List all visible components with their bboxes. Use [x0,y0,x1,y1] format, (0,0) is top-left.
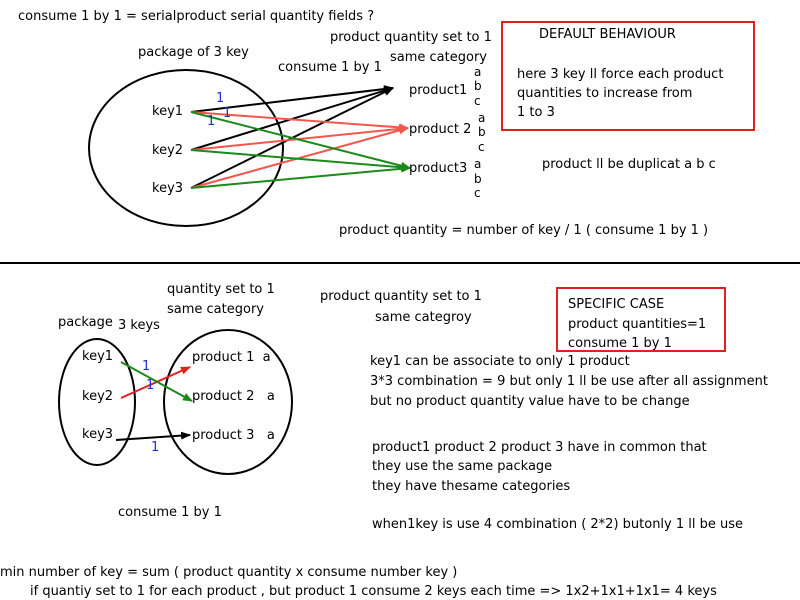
top-arrow-key1-product1 [190,85,394,113]
default-behaviour-line2: quantities to increase from [517,86,693,101]
bottom-consume-label: consume 1 by 1 [118,505,222,520]
top-product1: product1 [409,83,468,98]
top-arrow-key1-product2 [190,111,409,132]
bottom-product3-suffix: a [266,428,275,443]
bottom-note1-line2: 3*3 combination = 9 but only 1 ll be use… [370,374,768,389]
default-behaviour-title: DEFAULT BEHAVIOUR [539,27,676,42]
bottom-product3-label: product 3 [192,428,255,443]
default-behaviour-box: DEFAULT BEHAVIOUR here 3 key ll force ea… [501,21,755,131]
top-title: consume 1 by 1 = serialproduct serial qu… [18,9,375,24]
bottom-when-line: when1key is use 4 combination ( 2*2) but… [372,517,744,532]
bottom-mid-line2: same categroy [375,310,472,325]
specific-case-line1: SPECIFIC CASE [568,297,665,312]
bottom-arrow-key2-product1 [120,366,191,399]
top-p1-b: b [474,79,482,93]
bottom-arrow-key3-product3 [115,431,191,441]
top-p3-a: a [474,157,482,171]
top-arrow-key2-product3 [190,149,411,172]
top-package-label: package of 3 key [138,45,249,60]
bottom-product2-label: product 2 [192,389,255,404]
bottom-note2-line1: product1 product 2 product 3 have in com… [372,440,707,455]
bottom-product2: product 2 a [192,389,275,405]
top-arrow-key1-product3 [190,111,411,170]
bottom-products-ellipse [163,329,293,475]
top-key1: key1 [152,104,184,119]
bottom-arrow-key1-product2 [120,361,193,402]
bottom-note1-line1: key1 can be associate to only 1 product [370,354,630,369]
bottom-product3: product 3 a [192,428,275,444]
bottom-product1-label: product 1 [192,350,255,365]
top-product3: product3 [409,161,468,176]
bottom-edge-number-1: 1 [142,359,151,374]
top-package-ellipse [88,69,284,227]
bottom-note1-line3: but no product quantity value have to be… [370,394,690,409]
specific-case-box: SPECIFIC CASE product quantities=1 consu… [556,287,726,352]
top-p2-b: b [478,125,486,139]
top-p1-a: a [474,65,482,79]
top-p2-a: a [478,111,486,125]
bottom-key1: key1 [82,349,114,364]
bottom-product2-suffix: a [266,389,275,404]
bottom-qty-line2: same category [167,302,264,317]
top-p2-c: c [478,140,485,154]
top-formula: product quantity = number of key / 1 ( c… [339,223,709,238]
bottom-keys-count-label: 3 keys [118,318,160,333]
top-consume-label: consume 1 by 1 [278,60,382,75]
default-behaviour-line3: 1 to 3 [517,105,555,120]
top-product2: product 2 [409,122,472,137]
bottom-key3: key3 [82,427,114,442]
default-behaviour-line1: here 3 key ll force each product [517,67,724,82]
bottom-edge-number-2: 1 [146,378,155,393]
specific-case-line3: consume 1 by 1 [568,336,672,351]
bottom-edge-number-3: 1 [151,440,160,455]
top-qty-line1: product quantity set to 1 [330,30,492,45]
bottom-mid-line1: product quantity set to 1 [320,289,482,304]
bottom-qty-line1: quantity set to 1 [167,282,275,297]
top-duplicat-note: product ll be duplicat a b c [542,157,716,172]
top-qty-line2: same category [390,50,487,65]
top-edge-number-3: 1 [207,114,216,129]
bottom-keys-ellipse [58,338,136,466]
min-keys-line2: if quantiy set to 1 for each product , b… [30,584,717,599]
bottom-product1-suffix: a [262,350,271,365]
bottom-package-label: package [58,315,113,330]
top-edge-number-1: 1 [216,91,225,106]
bottom-key2: key2 [82,389,114,404]
section-divider [0,262,800,264]
bottom-product1: product 1 a [192,350,271,366]
specific-case-line2: product quantities=1 [568,317,707,332]
top-key2: key2 [152,143,184,158]
top-key3: key3 [152,181,184,196]
top-edge-number-2: 1 [223,106,232,121]
bottom-note2-line2: they use the same package [372,459,553,474]
top-arrow-key3-product3 [190,164,411,189]
bottom-note2-line3: they have thesame categories [372,479,571,494]
min-keys-line1: min number of key = sum ( product quanti… [0,565,458,580]
top-p1-c: c [474,94,481,108]
top-p3-c: c [474,186,481,200]
top-p3-b: b [474,172,482,186]
